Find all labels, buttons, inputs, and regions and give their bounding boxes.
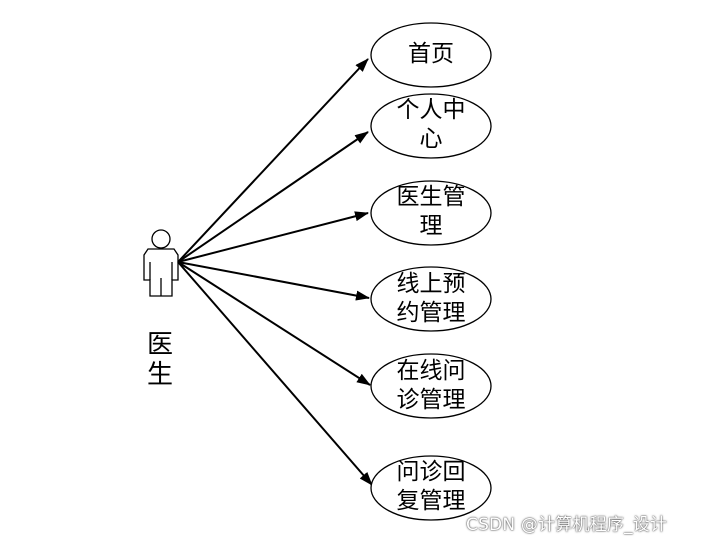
association-arrow-1 [177, 58, 369, 263]
association-arrow-5 [177, 261, 371, 386]
use-case-4-label: 线上预 约管理 [396, 271, 466, 326]
use-case-5-ellipse [370, 353, 492, 419]
association-arrow-2 [177, 131, 369, 263]
use-case-2-ellipse [370, 93, 492, 159]
association-arrow-3 [177, 211, 369, 263]
use-case-6-ellipse [370, 455, 492, 521]
use-case-1-ellipse [370, 22, 492, 88]
use-case-3-ellipse [370, 180, 492, 246]
use-case-3-label: 医生管 理 [396, 184, 466, 239]
use-case-ellipses [370, 22, 492, 521]
use-case-2-label: 个人中 心 [396, 97, 466, 152]
actor-label: 医生 [146, 330, 173, 390]
use-case-6-label: 问诊回 复管理 [396, 459, 466, 514]
actor-figure [143, 229, 179, 297]
use-case-1-label: 首页 [408, 41, 454, 67]
use-case-5-label: 在线问 诊管理 [396, 358, 466, 413]
watermark: CSDN @计算机程序_设计 [466, 515, 668, 535]
association-arrow-6 [177, 261, 373, 486]
associations [177, 58, 373, 486]
association-arrow-4 [177, 261, 370, 301]
use-case-4-ellipse [370, 266, 492, 332]
actor-head [151, 229, 171, 249]
actor-body [143, 248, 179, 297]
